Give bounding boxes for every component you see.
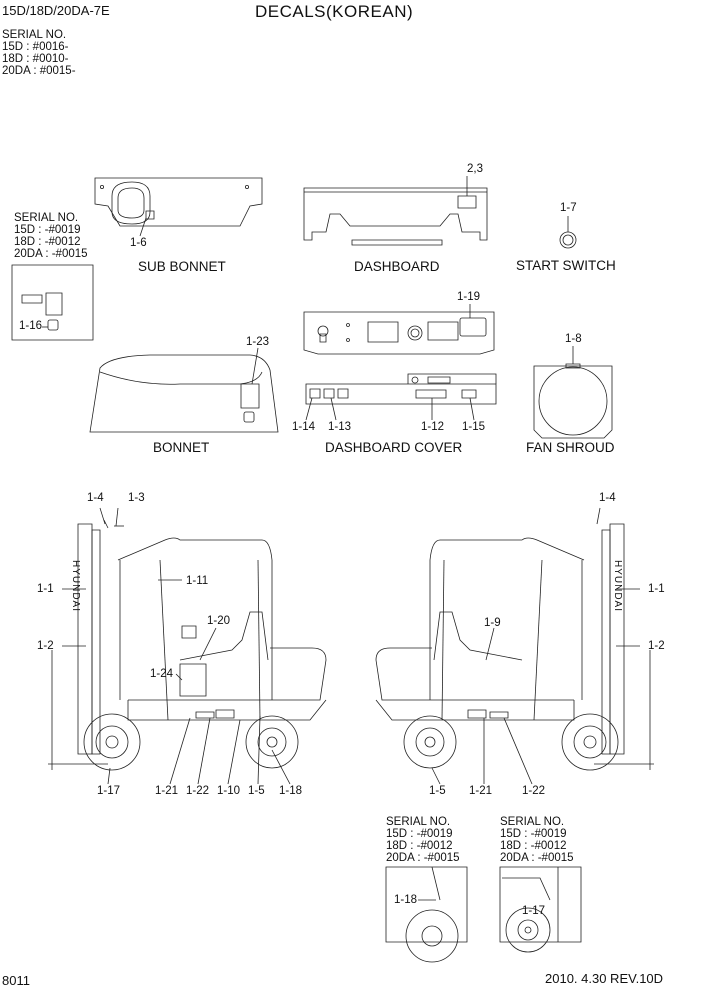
detail-left-drawing (386, 867, 467, 962)
dashboard-cover-drawing (306, 374, 496, 420)
callout-label: 1-17 (97, 785, 121, 797)
callout-label: 1-17 (522, 905, 546, 917)
model-number: 15D/18D/20DA-7E (2, 3, 110, 18)
serial-bottom-left-heading: SERIAL NO. (386, 816, 451, 828)
callout-label: 1-22 (186, 785, 210, 797)
serial-top-line: 18D : #0010- (2, 53, 69, 65)
serial-bottom-right-line: 20DA : -#0015 (500, 852, 574, 864)
serial-box-line: 18D : -#0012 (14, 236, 81, 248)
caption-bonnet: BONNET (153, 440, 210, 455)
serial-bottom-left-line: 20DA : -#0015 (386, 852, 460, 864)
callout-label: 1-12 (421, 421, 445, 433)
callout-label: 1-24 (150, 668, 174, 680)
start-switch-drawing (560, 216, 576, 248)
revision-date: 2010. 4.30 REV.10D (545, 971, 664, 986)
callout-label: 1-18 (394, 894, 418, 906)
caption-dashboard-cover: DASHBOARD COVER (325, 440, 463, 455)
serial-bottom-left-line: 15D : -#0019 (386, 828, 453, 840)
serial-box-detail (12, 265, 93, 340)
caption-dashboard: DASHBOARD (354, 259, 440, 274)
caption-fan-shroud: FAN SHROUD (526, 440, 615, 455)
page-title: DECALS(KOREAN) (255, 2, 414, 21)
callout-label: 1-3 (128, 492, 145, 504)
dashboard-drawing (304, 176, 487, 245)
caption-start-switch: START SWITCH (516, 258, 616, 273)
brand-text-right: HYUNDAI (612, 560, 623, 613)
callout-label: 1-7 (560, 202, 577, 214)
serial-box-line: 15D : -#0019 (14, 224, 81, 236)
sub-bonnet-drawing (95, 178, 262, 236)
serial-bottom-left-line: 18D : -#0012 (386, 840, 453, 852)
callout-label: 1-20 (207, 615, 231, 627)
forklift-right-drawing (376, 508, 654, 784)
callout-label: 1-21 (155, 785, 179, 797)
page-number: 8011 (2, 973, 30, 988)
brand-text-left: HYUNDAI (70, 560, 81, 613)
callout-label: 1-5 (429, 785, 446, 797)
callout-label: 1-6 (130, 237, 147, 249)
serial-box-heading: SERIAL NO. (14, 212, 79, 224)
callout-label: 1-14 (292, 421, 316, 433)
callout-label: 1-4 (87, 492, 104, 504)
callout-label: 1-2 (37, 640, 54, 652)
serial-bottom-right-line: 15D : -#0019 (500, 828, 567, 840)
serial-bottom-right-heading: SERIAL NO. (500, 816, 565, 828)
callout-label: 1-21 (469, 785, 493, 797)
callout-label: 1-23 (246, 336, 270, 348)
callout-label: 1-15 (462, 421, 486, 433)
callout-label: 2,3 (467, 163, 483, 175)
fan-shroud-drawing (534, 346, 612, 438)
callout-label: 1-18 (279, 785, 303, 797)
serial-top-line: 15D : #0016- (2, 41, 69, 53)
callout-label: 1-1 (648, 583, 665, 595)
callout-label: 1-4 (599, 492, 616, 504)
callout-label: 1-19 (457, 291, 481, 303)
callout-label: 1-5 (248, 785, 265, 797)
detail-right-drawing (500, 867, 581, 952)
bonnet-drawing (90, 348, 278, 432)
serial-box-line: 20DA : -#0015 (14, 248, 88, 260)
serial-top-heading: SERIAL NO. (2, 29, 67, 41)
callout-label: 1-2 (648, 640, 665, 652)
callout-label: 1-1 (37, 583, 54, 595)
callout-label: 1-13 (328, 421, 352, 433)
caption-sub-bonnet: SUB BONNET (138, 259, 226, 274)
callout-label: 1-9 (484, 617, 501, 629)
callout-label: 1-16 (19, 320, 43, 332)
dashboard-top-drawing (304, 304, 494, 354)
callout-label: 1-8 (565, 333, 582, 345)
forklift-left-drawing (48, 508, 326, 784)
callout-label: 1-10 (217, 785, 241, 797)
serial-bottom-right-line: 18D : -#0012 (500, 840, 567, 852)
serial-top-line: 20DA : #0015- (2, 65, 76, 77)
callout-label: 1-22 (522, 785, 546, 797)
callout-label: 1-11 (186, 575, 209, 587)
